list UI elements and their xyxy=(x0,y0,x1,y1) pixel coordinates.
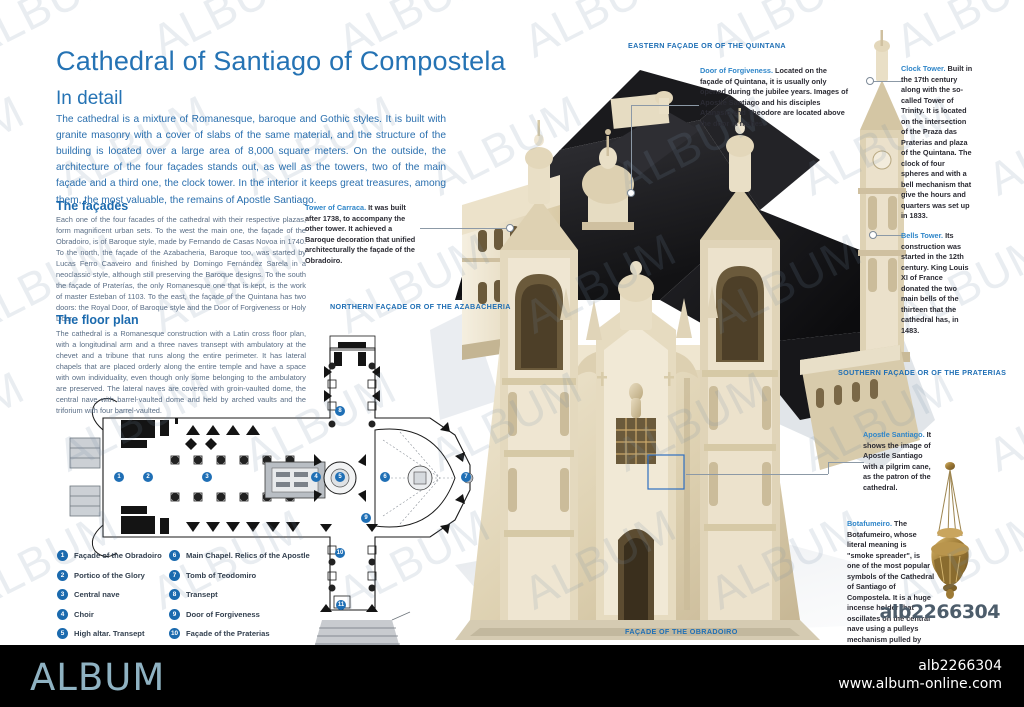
legend-item: 5 High altar. Transept xyxy=(57,624,162,644)
section-title-facades: The façades xyxy=(56,199,129,213)
leader-door-forgiveness-vert xyxy=(631,105,632,193)
legend-item-label: Portico of the Glory xyxy=(74,570,145,580)
section-body-facades: Each one of the four facades of the cath… xyxy=(56,215,306,323)
legend-number-badge: 3 xyxy=(57,589,68,601)
callout-lead-botafumeiro: Botafumeiro. xyxy=(847,519,892,528)
plan-marker-6: 6 xyxy=(380,472,390,482)
leader-door-forgiveness xyxy=(631,105,699,106)
leader-dot-clock xyxy=(866,77,874,85)
legend-number-badge: 8 xyxy=(169,589,180,601)
section-body-floor-plan: The cathedral is a Romanesque constructi… xyxy=(56,329,306,415)
footer-bar: ALBUM alb2266304 www.album-online.com xyxy=(0,645,1024,707)
callout-lead-carraca: Tower of Carraca. xyxy=(305,203,367,212)
legend-item: 9 Door of Forgiveness xyxy=(169,605,310,625)
leader-clock-tower xyxy=(872,81,902,82)
callout-text-carraca: It was built after 1738, to accompany th… xyxy=(305,203,416,265)
facade-label-obradoiro: FAÇADE OF THE OBRADOIRO xyxy=(625,627,738,636)
callout-lead-bells: Bells Tower. xyxy=(901,231,944,240)
legend-item: 10 Façade of the Praterias xyxy=(169,624,310,644)
legend-item-label: Transept xyxy=(186,590,218,600)
legend-item: 7 Tomb of Teodomiro xyxy=(169,566,310,586)
plan-marker-9: 9 xyxy=(361,513,371,523)
legend-number-badge: 9 xyxy=(169,608,180,620)
legend-number-badge: 1 xyxy=(57,550,68,562)
callout-tower-of-carraca: Tower of Carraca. It was built after 173… xyxy=(305,203,417,266)
apostle-statue-figure xyxy=(629,383,643,418)
legend-item-label: Central nave xyxy=(74,590,120,600)
page-title: Cathedral of Santiago of Compostela xyxy=(56,46,506,76)
clock-tower xyxy=(854,30,910,362)
callout-lead-apostle: Apostle Santiago. xyxy=(863,430,925,439)
leader-dot-door xyxy=(627,189,635,197)
floor-plan-diagram xyxy=(69,335,474,648)
facade-label-southern: SOUTHERN FAÇADE OR OF THE PRATERIAS xyxy=(838,368,1007,377)
legend-item-label: Main Chapel. Relics of the Apostle xyxy=(186,551,310,561)
callout-lead-clock: Clock Tower. xyxy=(901,64,946,73)
leader-apostle xyxy=(828,462,864,463)
plan-marker-4: 4 xyxy=(311,472,321,482)
callout-door-of-forgiveness: Door of Forgiveness. Located on the faça… xyxy=(700,66,852,129)
legend-item-label: High altar. Transept xyxy=(74,629,145,639)
legend-item: 4 Choir xyxy=(57,605,162,625)
callout-clock-tower: Clock Tower. Built in the 17th century a… xyxy=(901,64,973,222)
section-title-in-detail: In detail xyxy=(56,88,123,109)
callout-lead-door: Door of Forgiveness. xyxy=(700,66,773,75)
small-lantern xyxy=(655,91,673,114)
legend-number-badge: 10 xyxy=(169,628,180,640)
section-body-in-detail: The cathedral is a mixture of Romanesque… xyxy=(56,114,446,206)
legend-number-badge: 6 xyxy=(169,550,180,562)
plan-marker-3: 3 xyxy=(202,472,212,482)
plan-marker-5: 5 xyxy=(335,472,345,482)
legend-item: 8 Transept xyxy=(169,585,310,605)
footer-right-block: alb2266304 www.album-online.com xyxy=(838,658,1002,693)
legend-column-1: 1 Façade of the Obradoiro 2 Portico of the … xyxy=(57,546,162,644)
plan-marker-2: 2 xyxy=(143,472,153,482)
plan-marker-10: 10 xyxy=(335,548,345,558)
callout-bells-tower: Bells Tower. Its construction was starte… xyxy=(901,231,971,336)
leader-apostle-h2 xyxy=(686,474,828,475)
image-id-watermark: alb2266304 xyxy=(879,601,1001,623)
album-brand-logo: ALBUM xyxy=(30,656,166,699)
plan-marker-1: 1 xyxy=(114,472,124,482)
footer-image-id: alb2266304 xyxy=(918,658,1002,674)
legend-item: 6 Main Chapel. Relics of the Apostle xyxy=(169,546,310,566)
callout-text-clock: Built in the 17th century along with the… xyxy=(901,64,973,220)
leader-dot-carraca xyxy=(506,224,514,232)
plan-marker-11: 11 xyxy=(336,600,346,610)
section-title-floor-plan: The floor plan xyxy=(56,313,139,327)
leader-dot-bells xyxy=(869,231,877,239)
plan-marker-7: 7 xyxy=(461,472,471,482)
legend-item-label: Door of Forgiveness xyxy=(186,609,260,619)
legend-number-badge: 2 xyxy=(57,569,68,581)
facade-label-eastern: EASTERN FAÇADE OR OF THE QUINTANA xyxy=(628,41,786,50)
legend-item-label: Façade of the Obradoiro xyxy=(74,551,162,561)
tower-carraca xyxy=(500,120,578,620)
legend-number-badge: 5 xyxy=(57,628,68,640)
leader-carraca xyxy=(420,228,510,229)
legend-item: 3 Central nave xyxy=(57,585,162,605)
facade-label-northern: NORTHERN FAÇADE OR OF THE AZABACHERIA xyxy=(330,302,511,311)
leader-bells-tower xyxy=(876,235,902,236)
legend-number-badge: 4 xyxy=(57,608,68,620)
callout-text-apostle: It shows the image of Apostle Santiago w… xyxy=(863,430,932,492)
callout-apostle-santiago: Apostle Santiago. It shows the image of … xyxy=(863,430,935,493)
legend-item-label: Choir xyxy=(74,609,94,619)
botafumeiro-figure xyxy=(931,462,969,599)
leader-apostle-vert xyxy=(828,462,829,474)
callout-text-bells: Its construction was started in the 12th… xyxy=(901,231,969,335)
callout-text-door: Located on the façade of Quintana, it is… xyxy=(700,66,848,128)
legend-item-label: Façade of the Praterias xyxy=(186,629,270,639)
legend-item: 1 Façade of the Obradoiro xyxy=(57,546,162,566)
quintana-dome xyxy=(582,129,634,230)
footer-url: www.album-online.com xyxy=(838,675,1002,692)
legend-item-label: Tomb of Teodomiro xyxy=(186,570,257,580)
plan-marker-8: 8 xyxy=(335,406,345,416)
legend-number-badge: 7 xyxy=(169,569,180,581)
legend-item: 2 Portico of the Glory xyxy=(57,566,162,586)
